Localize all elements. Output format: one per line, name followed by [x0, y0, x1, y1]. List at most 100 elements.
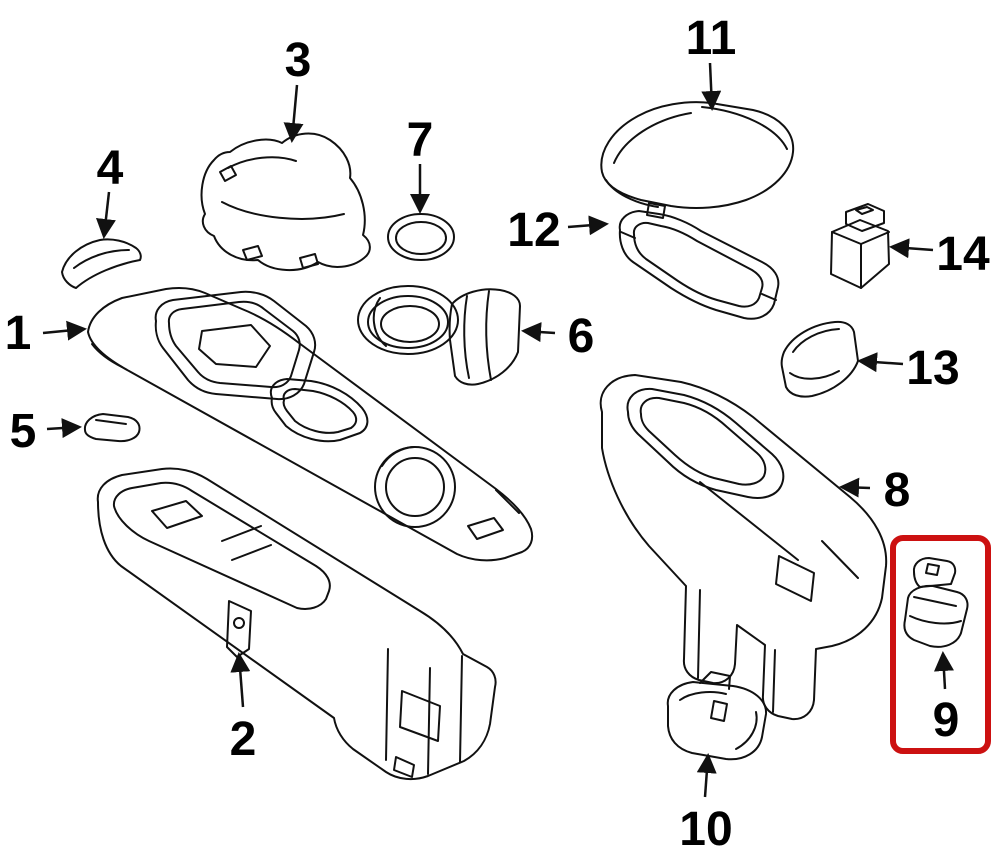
callout-arrow-14 — [889, 238, 934, 259]
coil-spiral — [372, 297, 387, 347]
flap — [912, 557, 957, 588]
part-4-corner-trim — [61, 238, 142, 289]
part-outline — [200, 132, 371, 272]
part-outline — [666, 681, 768, 761]
callout-arrow-2 — [230, 652, 251, 708]
rear-panel — [775, 555, 815, 602]
tray-recess-outer — [269, 378, 369, 443]
part-5-trim-clip — [83, 413, 141, 443]
part-outline — [61, 238, 142, 289]
fold-curve — [227, 156, 297, 169]
box-verticals — [385, 648, 463, 775]
part-outline — [618, 210, 780, 320]
part-outline — [87, 287, 534, 562]
callout-label-5: 5 — [10, 405, 37, 458]
part-detail — [91, 343, 123, 368]
inner-line — [73, 249, 130, 269]
coil-inner — [380, 305, 440, 343]
callout-label-4: 4 — [97, 142, 124, 195]
top-curve — [613, 112, 692, 164]
callout-label-13: 13 — [906, 342, 959, 395]
part-6-cupholder-insert — [357, 285, 521, 386]
callout-label-3: 3 — [285, 34, 312, 87]
callout-arrows — [42, 62, 954, 798]
callout-label-8: 8 — [884, 464, 911, 517]
part-outline — [96, 467, 497, 781]
callout-label-14: 14 — [936, 228, 990, 281]
callout-label-2: 2 — [230, 713, 257, 766]
callout-arrow-11 — [701, 62, 722, 111]
ring-outer — [387, 213, 455, 261]
callout-label-6: 6 — [568, 310, 595, 363]
inner-channel — [632, 221, 764, 308]
part-9-latch-bracket — [903, 557, 969, 648]
shifter-opening-inner — [167, 300, 301, 389]
divider-lines — [221, 525, 272, 561]
callout-arrow-4 — [95, 191, 116, 239]
hole — [710, 700, 728, 722]
mid-curve — [221, 201, 345, 220]
part-outline — [599, 374, 888, 721]
inner-curve-bottom — [789, 370, 840, 380]
end-flap — [467, 517, 504, 540]
callout-arrow-13 — [857, 352, 904, 373]
body-lines — [699, 481, 859, 579]
inner-curves — [679, 691, 758, 750]
callout-label-9: 9 — [933, 694, 960, 747]
foot — [393, 756, 415, 778]
notch — [219, 165, 237, 182]
bin-opening-outer — [626, 387, 785, 499]
body — [903, 584, 969, 648]
callout-labels: 1 2 3 4 5 6 7 8 9 10 11 12 13 14 — [5, 12, 990, 856]
part-12-hinge-tray — [618, 210, 780, 320]
callout-arrow-5 — [46, 418, 82, 439]
callout-label-7: 7 — [407, 114, 434, 167]
body-lines — [909, 596, 962, 625]
part-7-seal-ring — [387, 213, 455, 261]
tab-right — [299, 253, 319, 269]
part-10-mount-bracket — [666, 671, 768, 761]
inner-line — [95, 419, 127, 425]
coil-outer — [357, 285, 459, 355]
edge-line — [495, 489, 520, 514]
step — [699, 671, 731, 690]
hinge-tab — [646, 202, 666, 219]
shield-lines — [463, 290, 492, 381]
part-1-console-top-panel — [87, 287, 534, 562]
callout-arrow-1 — [42, 320, 87, 341]
inner-curve-top — [792, 328, 840, 353]
cup-recess-inner — [385, 457, 445, 517]
shifter-slot — [198, 324, 271, 368]
leg-lines — [697, 589, 776, 713]
highlight-box-part-9 — [890, 535, 991, 754]
callout-label-10: 10 — [679, 803, 732, 856]
part-8-rear-console-body — [599, 374, 888, 721]
part-outline — [780, 320, 859, 398]
tray-pocket — [151, 500, 203, 529]
callout-arrow-8 — [839, 477, 871, 498]
part-outline — [600, 101, 795, 209]
part-outline — [83, 413, 141, 443]
bottom-edge — [605, 179, 659, 208]
callout-arrow-10 — [696, 753, 717, 798]
connector — [845, 203, 885, 232]
bin-opening-inner — [639, 396, 767, 486]
tab-left — [242, 245, 263, 261]
part-drawings — [61, 101, 969, 781]
callout-arrow-9 — [933, 651, 954, 690]
cup-recess-arc — [381, 446, 415, 467]
flap-hole — [925, 563, 940, 576]
part-3-shifter-boot-trim — [200, 132, 371, 272]
callout-arrow-6 — [521, 322, 556, 343]
part-2-console-lower-housing — [96, 467, 497, 781]
part-13-side-bracket — [780, 320, 859, 398]
tray-recess-inner — [282, 388, 358, 434]
callout-label-12: 12 — [507, 204, 560, 257]
right-curve — [701, 106, 788, 150]
callout-label-11: 11 — [686, 12, 737, 65]
callout-arrow-3 — [283, 84, 304, 143]
body-edges — [831, 231, 890, 289]
ring-inner — [395, 221, 447, 255]
